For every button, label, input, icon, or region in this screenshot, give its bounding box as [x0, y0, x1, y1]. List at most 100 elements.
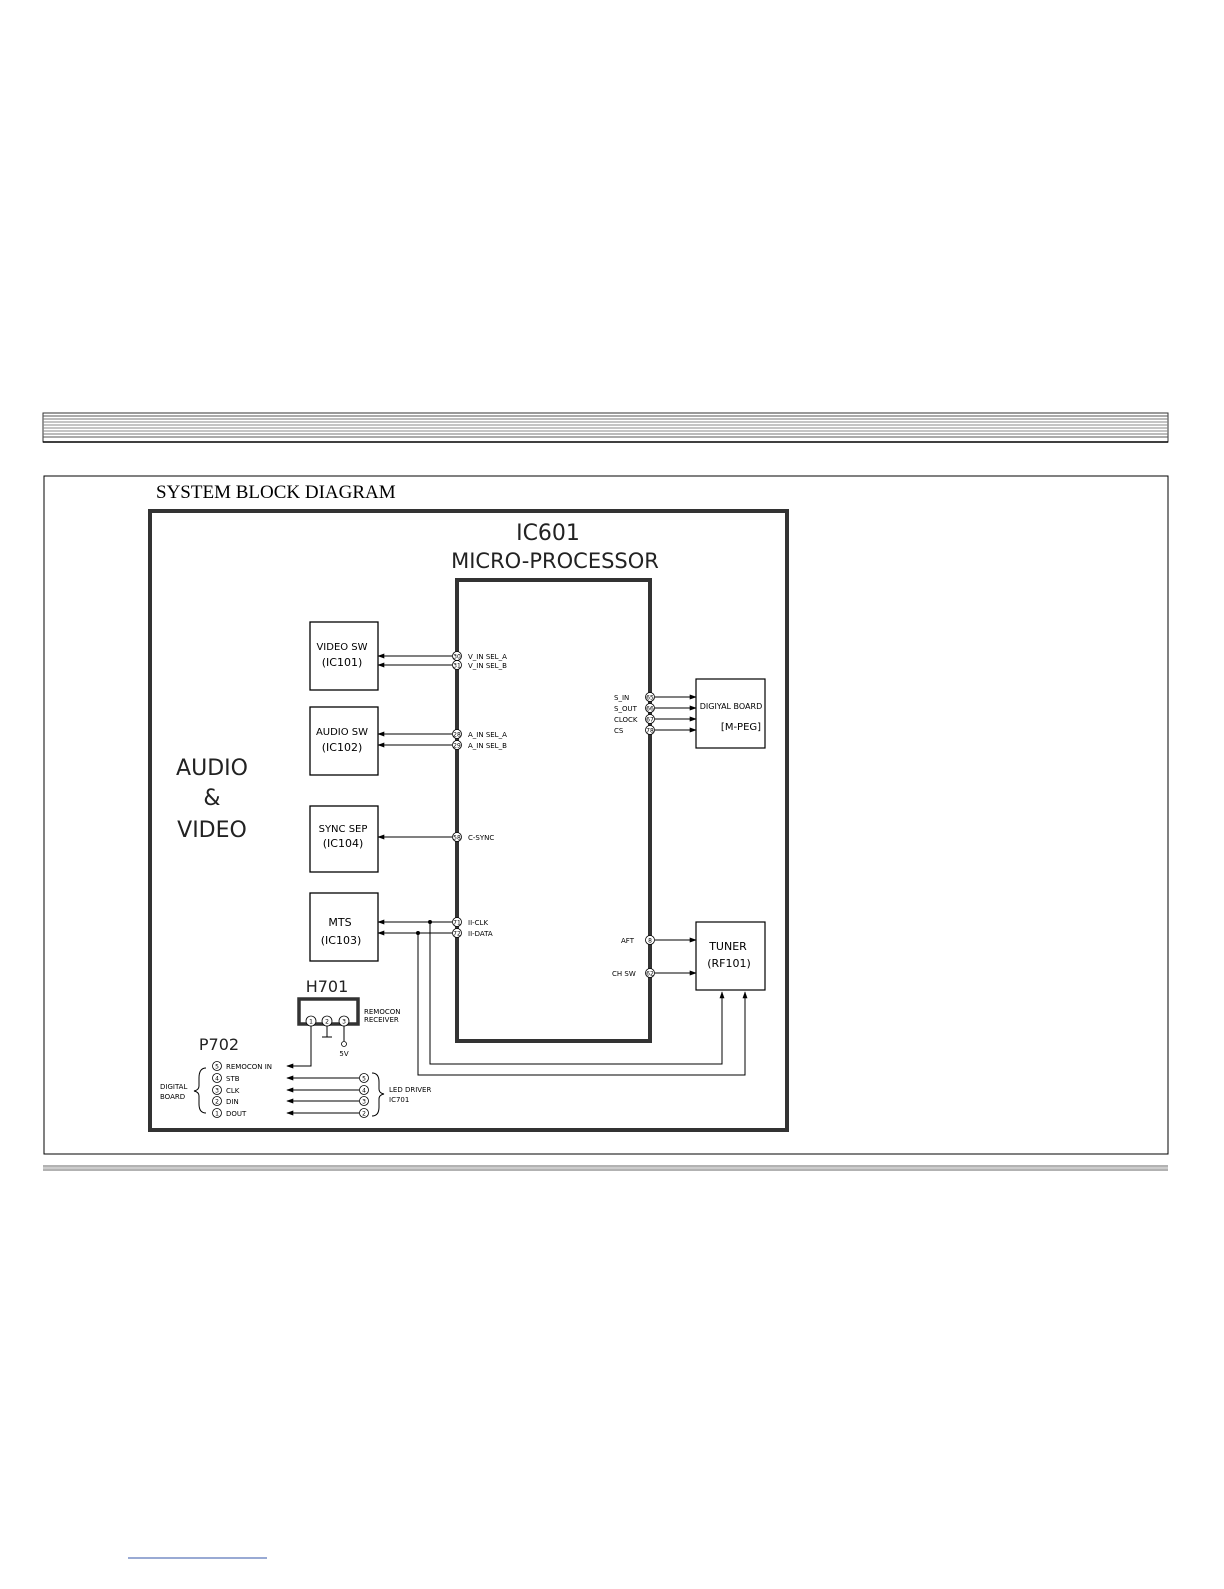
svg-text:(IC101): (IC101) [322, 656, 363, 669]
svg-text:A_IN SEL_B: A_IN SEL_B [468, 742, 507, 750]
svg-text:(RF101): (RF101) [707, 957, 751, 970]
svg-text:71: 71 [453, 920, 461, 927]
svg-text:BOARD: BOARD [160, 1093, 185, 1101]
pin-ii-clk: 71 II-CLK [377, 917, 488, 927]
svg-text:(IC102): (IC102) [322, 741, 363, 754]
svg-text:3: 3 [215, 1088, 219, 1095]
svg-text:62: 62 [646, 971, 654, 978]
svg-text:DIGITAL: DIGITAL [160, 1083, 187, 1091]
header-banner [42, 412, 1169, 443]
svg-text:2: 2 [362, 1111, 366, 1118]
digital-board-block: DIGIYAL BOARD [M-PEG] [695, 678, 766, 749]
side-label-video: VIDEO [177, 818, 247, 843]
svg-text:65: 65 [646, 695, 654, 702]
mts-block: MTS (IC103) [309, 892, 379, 962]
svg-text:DOUT: DOUT [226, 1110, 247, 1118]
svg-text:3: 3 [342, 1019, 346, 1026]
svg-text:(IC103): (IC103) [321, 934, 362, 947]
svg-text:CS: CS [614, 727, 624, 735]
svg-text:DIN: DIN [226, 1098, 239, 1106]
svg-text:5: 5 [362, 1076, 366, 1083]
pin-a-in-sel-a: 28 A_IN SEL_A [377, 729, 507, 739]
svg-text:4: 4 [215, 1076, 219, 1083]
svg-text:4: 4 [362, 1088, 366, 1095]
svg-text:5: 5 [215, 1064, 219, 1071]
pin-cs: CS 78 [614, 725, 697, 735]
pin-clock: CLOCK 67 [614, 714, 697, 724]
svg-text:REMOCON IN: REMOCON IN [226, 1063, 272, 1071]
pin-c-sync: 58 C-SYNC [377, 832, 494, 842]
svg-text:VIDEO SW: VIDEO SW [316, 642, 367, 653]
svg-text:DIGIYAL BOARD: DIGIYAL BOARD [700, 702, 763, 711]
svg-text:AFT: AFT [621, 937, 635, 945]
mcu-box [455, 578, 652, 1043]
svg-text:CLOCK: CLOCK [614, 716, 638, 724]
svg-text:30: 30 [453, 654, 461, 661]
svg-text:TUNER: TUNER [708, 940, 747, 953]
pin-aft: AFT 8 [621, 935, 697, 945]
svg-text:CH SW: CH SW [612, 970, 636, 978]
sync-sep-block: SYNC SEP (IC104) [309, 805, 379, 873]
svg-text:V_IN SEL_B: V_IN SEL_B [468, 662, 507, 670]
svg-text:28: 28 [453, 732, 461, 739]
svg-text:8: 8 [648, 938, 652, 945]
svg-text:MTS: MTS [328, 916, 351, 929]
diagram-title: SYSTEM BLOCK DIAGRAM [156, 482, 396, 503]
svg-text:(IC104): (IC104) [323, 837, 364, 850]
diagram-border [148, 509, 789, 1132]
svg-text:78: 78 [646, 728, 654, 735]
svg-text:1: 1 [309, 1019, 313, 1026]
svg-text:V_IN SEL_A: V_IN SEL_A [468, 653, 507, 661]
audio-sw-block: AUDIO SW (IC102) [309, 706, 379, 776]
svg-text:REMOCON: REMOCON [364, 1008, 400, 1016]
svg-text:29: 29 [453, 743, 461, 750]
tuner-block: TUNER (RF101) [695, 921, 766, 991]
side-label-amp: & [203, 786, 220, 811]
svg-text:3: 3 [362, 1099, 366, 1106]
svg-text:58: 58 [453, 835, 461, 842]
svg-text:LED DRIVER: LED DRIVER [389, 1086, 431, 1094]
svg-text:C-SYNC: C-SYNC [468, 834, 494, 842]
pin-s-in: S_IN 65 [614, 692, 697, 702]
svg-text:P702: P702 [199, 1035, 239, 1054]
svg-text:STB: STB [226, 1075, 240, 1083]
svg-text:H701: H701 [306, 977, 349, 996]
svg-text:31: 31 [453, 663, 461, 670]
pin-a-in-sel-b: 29 A_IN SEL_B [377, 740, 507, 750]
svg-text:II-CLK: II-CLK [468, 919, 488, 927]
pin-v-in-sel-a: 30 V_IN SEL_A [377, 651, 507, 661]
video-sw-block: VIDEO SW (IC101) [309, 621, 379, 691]
svg-text:72: 72 [453, 931, 461, 938]
content-frame [43, 475, 1169, 1155]
svg-text:AUDIO SW: AUDIO SW [316, 727, 368, 738]
svg-text:5V: 5V [339, 1050, 348, 1058]
footer-rule [43, 1165, 1168, 1171]
pin-s-out: S_OUT 66 [614, 703, 697, 713]
led-driver-ic701: 5 4 3 2 LED DRIVER IC701 [286, 1072, 431, 1118]
svg-text:2: 2 [215, 1099, 219, 1106]
svg-text:66: 66 [646, 706, 654, 713]
mcu-subtitle: MICRO-PROCESSOR [451, 549, 659, 573]
svg-text:S_IN: S_IN [614, 694, 629, 702]
pin-v-in-sel-b: 31 V_IN SEL_B [377, 660, 507, 670]
pin-ch-sw: CH SW 62 [612, 968, 697, 978]
p702-connector: P702 DIGITAL BOARD 5 REMOCON IN 4 STB 3 … [160, 1035, 272, 1118]
pin-ii-data: 72 II-DATA [377, 928, 493, 938]
svg-text:A_IN SEL_A: A_IN SEL_A [468, 731, 507, 739]
svg-text:II-DATA: II-DATA [468, 930, 493, 938]
svg-text:2: 2 [325, 1019, 329, 1026]
side-label-audio: AUDIO [176, 756, 248, 781]
svg-text:1: 1 [215, 1111, 219, 1118]
svg-text:CLK: CLK [226, 1087, 240, 1095]
i2c-bus-wires [416, 920, 748, 1076]
svg-text:67: 67 [646, 717, 654, 724]
svg-text:S_OUT: S_OUT [614, 705, 638, 713]
svg-text:RECEIVER: RECEIVER [364, 1016, 399, 1024]
svg-text:IC701: IC701 [389, 1096, 409, 1104]
svg-text:[M-PEG]: [M-PEG] [721, 722, 761, 733]
h701-connector: H701 1 2 3 REMOCON RECEIVER 5V [286, 977, 400, 1069]
mcu-title: IC601 [516, 521, 580, 546]
svg-text:SYNC SEP: SYNC SEP [319, 824, 368, 835]
